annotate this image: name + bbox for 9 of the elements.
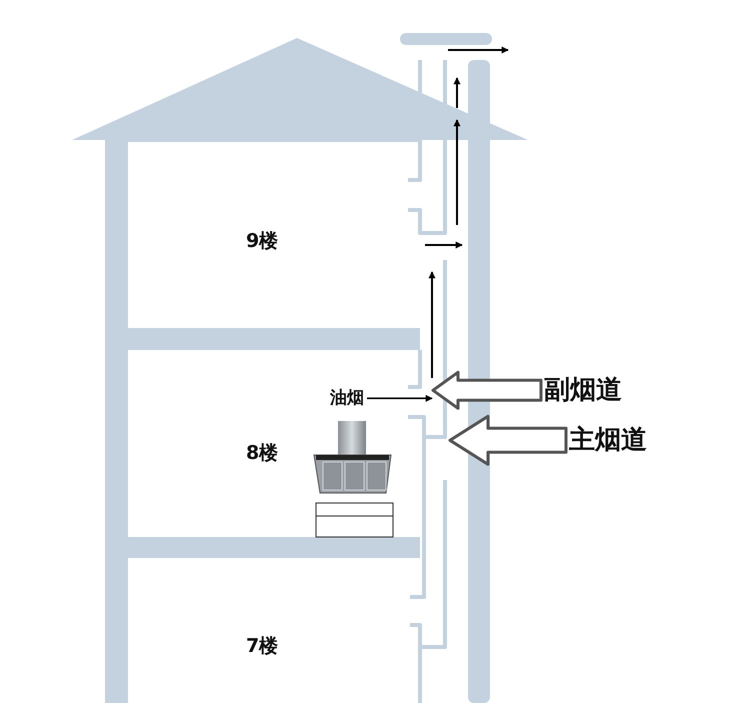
floor-label: 9楼 xyxy=(246,231,278,252)
block-arrow xyxy=(448,414,568,466)
floor-label: 7楼 xyxy=(246,636,278,657)
block-arrow xyxy=(432,370,542,410)
arrow xyxy=(367,394,433,402)
floor-label: 8楼 xyxy=(246,443,278,464)
flue-label: 副烟道 xyxy=(544,376,622,405)
flue-label: 主烟道 xyxy=(569,426,647,455)
smoke-label: 油烟 xyxy=(330,389,364,408)
